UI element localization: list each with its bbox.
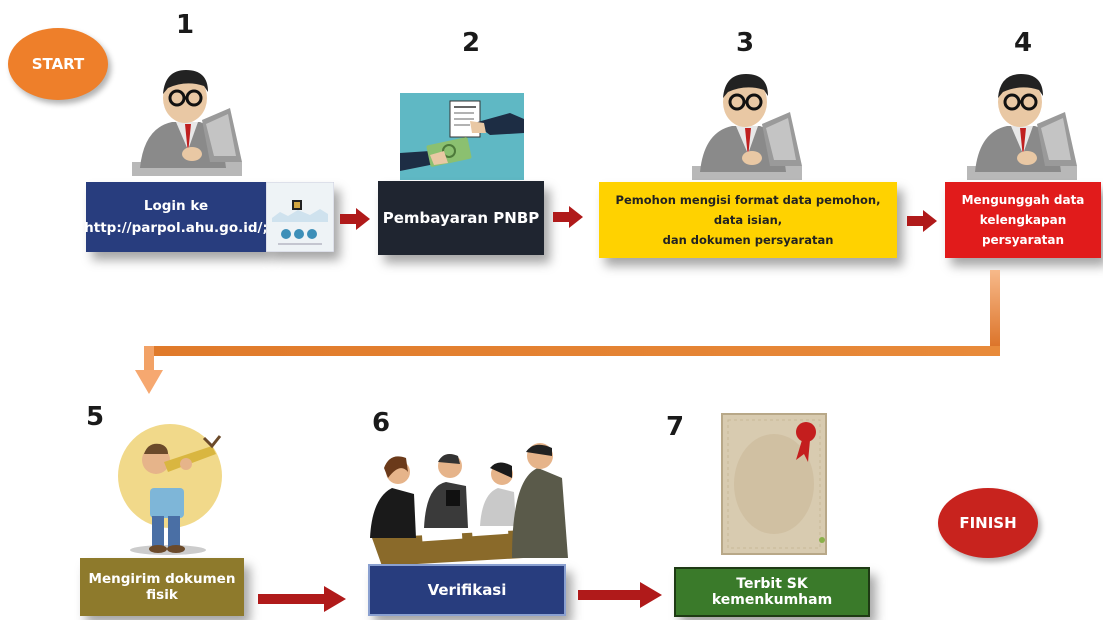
start-label: START	[31, 55, 85, 73]
step-6-label: Verifikasi	[427, 581, 507, 599]
step-number-4: 4	[1014, 28, 1033, 58]
step-1-label-line2: http://parpol.ahu.go.id/;	[84, 220, 268, 236]
step-number-6: 6	[372, 408, 391, 438]
arrow-right-icon	[258, 586, 346, 612]
step-4-label-line2: kelengkapan persyaratan	[979, 213, 1067, 247]
person-at-computer-icon	[690, 62, 805, 182]
start-oval: START	[8, 28, 108, 100]
step-number-1: 1	[176, 10, 195, 40]
step-7-label: Terbit SK kemenkumham	[711, 576, 833, 608]
step-4-box: Mengunggah data kelengkapan persyaratan	[945, 182, 1101, 258]
slingshot-man-icon	[108, 418, 232, 558]
step-2-label: Pembayaran PNBP	[382, 209, 540, 227]
connector-arrow	[130, 270, 1010, 400]
step-2-box: Pembayaran PNBP	[378, 181, 544, 255]
meeting-people-icon	[362, 438, 572, 568]
step-number-5: 5	[86, 402, 105, 432]
step-number-2: 2	[462, 28, 481, 58]
person-at-computer-icon	[965, 62, 1080, 182]
step-number-7: 7	[666, 412, 685, 442]
arrow-right-icon	[907, 210, 937, 232]
step-7-box: Terbit SK kemenkumham	[674, 567, 870, 617]
finish-label: FINISH	[959, 514, 1017, 532]
step-4-label-line1: Mengunggah data	[961, 193, 1085, 207]
step-3-label-line1: Pemohon mengisi format data pemohon, dat…	[615, 193, 881, 227]
arrow-right-icon	[578, 582, 662, 608]
step-1-box: Login ke http://parpol.ahu.go.id/;	[84, 182, 268, 252]
arrow-right-icon	[340, 208, 370, 230]
step-5-box: Mengirim dokumen fisik	[80, 558, 244, 616]
step-3-box: Pemohon mengisi format data pemohon, dat…	[599, 182, 897, 258]
person-at-computer-icon	[130, 58, 245, 178]
step-5-label: Mengirim dokumen fisik	[88, 571, 236, 603]
finish-oval: FINISH	[938, 488, 1038, 558]
website-screenshot-thumbnail	[266, 182, 334, 252]
arrow-right-icon	[553, 206, 583, 228]
step-1-label-line1: Login ke	[143, 198, 209, 214]
step-6-box: Verifikasi	[368, 564, 566, 616]
step-3-label-line2: dan dokumen persyaratan	[662, 233, 834, 247]
step-number-3: 3	[736, 28, 755, 58]
certificate-scroll-icon	[718, 410, 830, 558]
payment-money-icon	[400, 93, 524, 180]
